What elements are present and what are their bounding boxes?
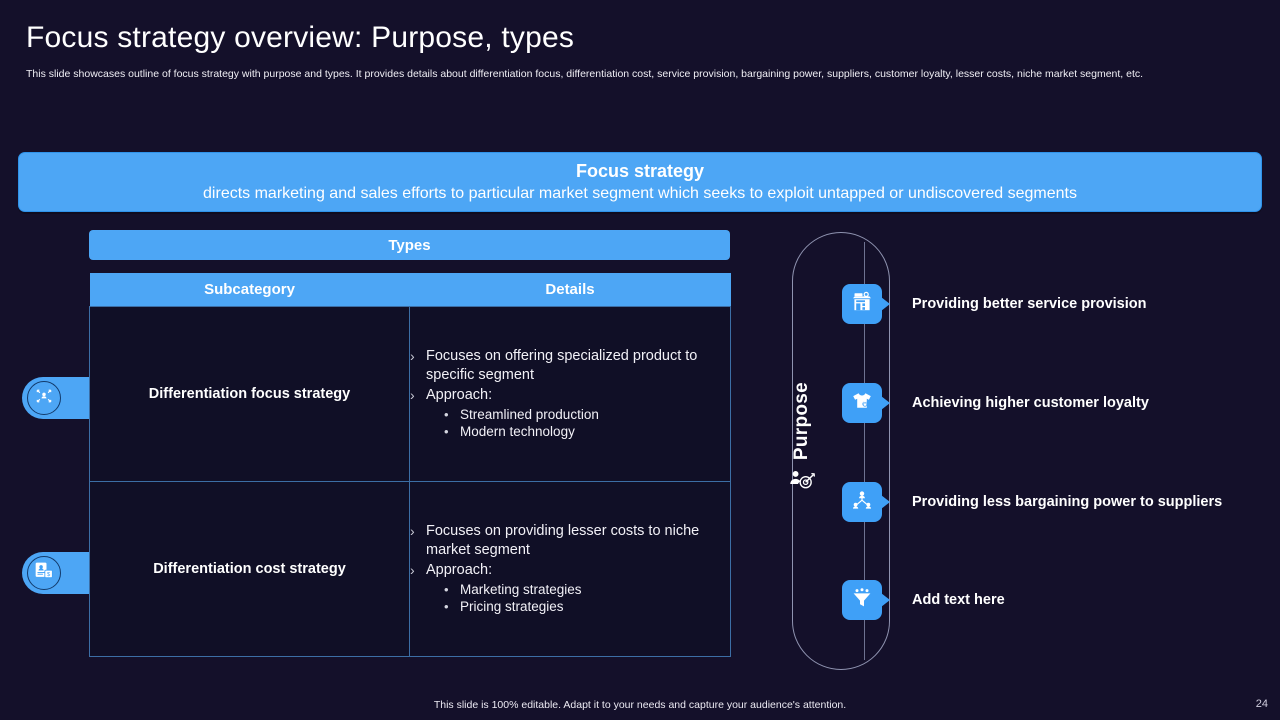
purpose-item-bargaining-power[interactable]: Providing less bargaining power to suppl…: [842, 482, 1222, 522]
chevron-bullet-icon: ›: [410, 348, 415, 364]
detail-text: Focuses on offering specialized product …: [426, 348, 698, 383]
detail-text: Focuses on providing lesser costs to nic…: [426, 523, 700, 558]
cell-details: › Focuses on providing lesser costs to n…: [409, 480, 731, 657]
detail-subbullet: • Modern technology: [444, 423, 730, 440]
detail-text: Modern technology: [460, 424, 575, 439]
badge-ring: [27, 381, 61, 415]
purpose-section: Purpose: [780, 232, 1280, 670]
detail-text: Approach:: [426, 562, 493, 578]
page-title: Focus strategy overview: Purpose, types: [26, 21, 575, 54]
tshirt-tag-icon: [850, 389, 874, 418]
dot-bullet-icon: •: [444, 599, 449, 614]
types-panel: Types Subcategory Details Differentiatio…: [89, 230, 731, 657]
detail-bullet: › Focuses on offering specialized produc…: [410, 347, 730, 385]
purpose-label: Purpose: [791, 382, 812, 461]
purpose-chip[interactable]: [842, 580, 890, 620]
purpose-item-label: Add text here: [912, 592, 1005, 608]
svg-text:$: $: [47, 572, 51, 578]
purpose-label-group: Purpose: [780, 382, 824, 572]
purpose-capsule-outline: [792, 232, 890, 670]
detail-text: Pricing strategies: [460, 599, 564, 614]
cell-subcategory: Differentiation cost strategy: [89, 480, 410, 657]
detail-subbullet: • Streamlined production: [444, 406, 730, 423]
cell-subcategory: Differentiation focus strategy: [89, 305, 410, 482]
person-target-icon: [788, 468, 816, 495]
focus-strategy-banner-title: Focus strategy: [575, 161, 705, 181]
dot-bullet-icon: •: [444, 582, 449, 597]
detail-subbullet: • Pricing strategies: [444, 598, 730, 615]
network-users-icon: [850, 488, 874, 517]
purpose-chip[interactable]: [842, 284, 890, 324]
detail-text: Marketing strategies: [460, 582, 582, 597]
chevron-bullet-icon: ›: [410, 387, 415, 403]
slide-header: Focus strategy overview: Purpose, types …: [26, 18, 1241, 81]
column-header-details: Details: [409, 273, 731, 306]
focus-strategy-banner: Focus strategy directs marketing and sal…: [18, 152, 1262, 212]
page-number: 24: [1255, 698, 1268, 710]
detail-bullet: › Approach:: [410, 561, 730, 580]
dot-bullet-icon: •: [444, 424, 449, 439]
cell-details: › Focuses on offering specialized produc…: [409, 305, 731, 482]
purpose-vertical-rail: [864, 242, 866, 660]
types-table: Subcategory Details Differentiation focu…: [89, 273, 731, 657]
column-header-subcategory: Subcategory: [89, 273, 410, 306]
table-row: Differentiation focus strategy › Focuses…: [89, 305, 731, 482]
badge-ring: $: [27, 556, 61, 590]
storefront-icon: [850, 290, 874, 319]
chevron-bullet-icon: ›: [410, 523, 415, 539]
purpose-item-label: Achieving higher customer loyalty: [912, 395, 1149, 411]
purpose-chip[interactable]: [842, 482, 890, 522]
funnel-icon: [850, 586, 874, 615]
document-cost-icon: $: [33, 561, 55, 586]
detail-subbullet: • Marketing strategies: [444, 581, 730, 598]
dot-bullet-icon: •: [444, 407, 449, 422]
side-badge-differentiation-cost: $: [22, 552, 90, 594]
page-subtitle: This slide showcases outline of focus st…: [26, 68, 1144, 80]
detail-text: Streamlined production: [460, 407, 599, 422]
side-badge-differentiation-focus: [22, 377, 90, 419]
detail-bullet: › Approach:: [410, 386, 730, 405]
table-row: Differentiation cost strategy › Focuses …: [89, 480, 731, 657]
detail-bullet: › Focuses on providing lesser costs to n…: [410, 522, 730, 560]
focus-strategy-banner-description: directs marketing and sales efforts to p…: [203, 185, 1077, 202]
purpose-item-service-provision[interactable]: Providing better service provision: [842, 284, 1147, 324]
purpose-chip[interactable]: [842, 383, 890, 423]
purpose-item-label: Providing less bargaining power to suppl…: [912, 494, 1223, 510]
chevron-bullet-icon: ›: [410, 562, 415, 578]
table-header-row: Subcategory Details: [89, 273, 731, 306]
target-person-icon: [34, 386, 54, 411]
footer-note: This slide is 100% editable. Adapt it to…: [433, 699, 847, 711]
types-panel-title: Types: [89, 230, 730, 260]
purpose-item-add-text-here[interactable]: Add text here: [842, 580, 1005, 620]
detail-text: Approach:: [426, 387, 493, 403]
purpose-item-label: Providing better service provision: [912, 296, 1147, 312]
purpose-item-customer-loyalty[interactable]: Achieving higher customer loyalty: [842, 383, 1149, 423]
